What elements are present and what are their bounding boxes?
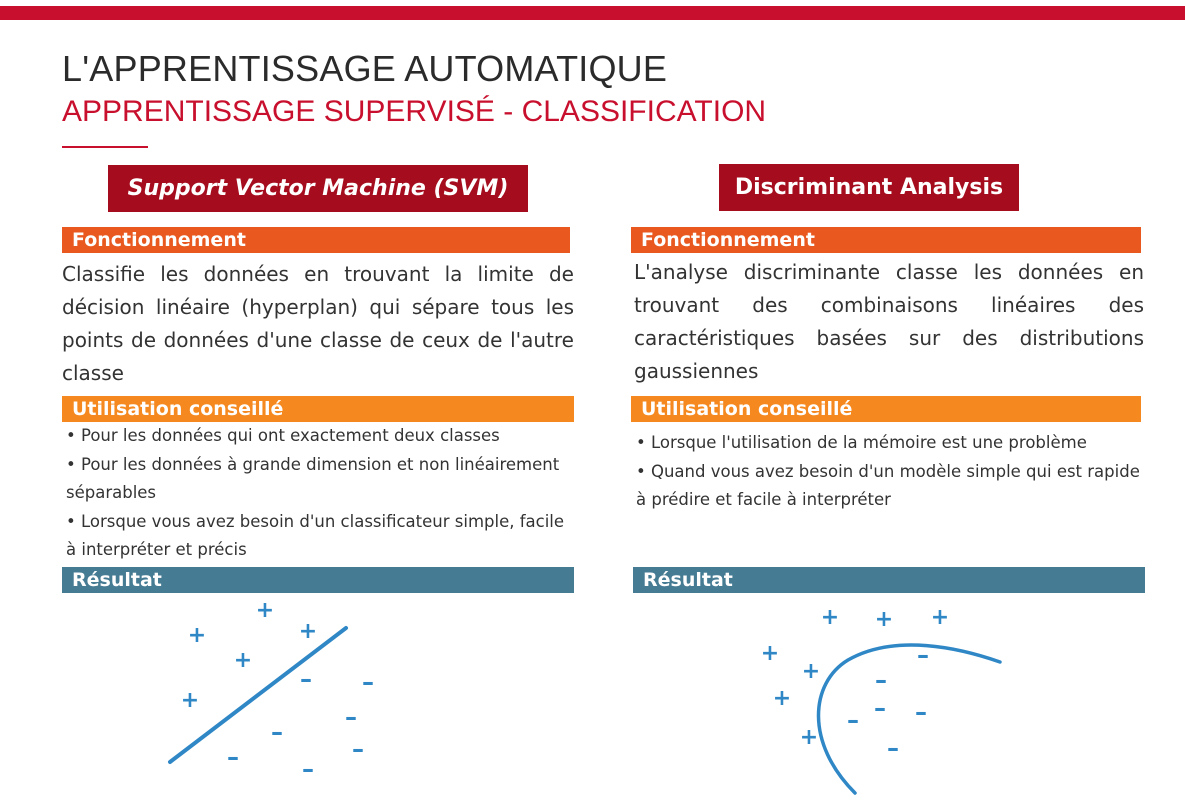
- minus-symbol: –: [362, 668, 374, 696]
- da-bullet-item: • Lorsque l'utilisation de la mémoire es…: [636, 433, 1087, 452]
- minus-symbol: –: [300, 665, 312, 693]
- svm-linear-boundary: [168, 626, 348, 764]
- svm-bullet-item: • Lorsque vous avez besoin d'un classifi…: [66, 511, 565, 560]
- plus-symbol: +: [800, 725, 818, 750]
- svm-bullet-list: • Pour les données qui ont exactement de…: [66, 422, 576, 565]
- minus-symbol: –: [352, 735, 364, 763]
- top-accent-bar: [0, 6, 1185, 20]
- svm-fonctionnement-bar: Fonctionnement: [62, 227, 570, 253]
- plus-symbol: +: [188, 623, 206, 648]
- minus-symbol: –: [847, 706, 859, 734]
- plus-symbol: +: [802, 659, 820, 684]
- da-result-diagram: + + + + + + + – – – – – –: [761, 605, 1002, 795]
- minus-symbol: –: [302, 755, 314, 783]
- plus-symbol: +: [875, 607, 893, 632]
- da-description: L'analyse discriminante classe les donné…: [634, 260, 1144, 383]
- svm-description: Classifie les données en trouvant la lim…: [62, 262, 574, 385]
- plus-symbol: +: [821, 605, 839, 630]
- plus-symbol: +: [299, 619, 317, 644]
- minus-symbol: –: [271, 718, 283, 746]
- plus-symbol: +: [773, 686, 791, 711]
- plus-symbol: +: [256, 598, 274, 623]
- da-method-title: Discriminant Analysis: [719, 164, 1019, 211]
- minus-symbol: –: [345, 703, 357, 731]
- svm-method-title: Support Vector Machine (SVM): [108, 165, 528, 212]
- minus-symbol: –: [915, 698, 927, 726]
- minus-symbol: –: [917, 641, 929, 669]
- da-utilisation-bar: Utilisation conseillé: [631, 396, 1141, 422]
- minus-symbol: –: [874, 694, 886, 722]
- plus-symbol: +: [181, 688, 199, 713]
- plus-symbol: +: [761, 641, 779, 666]
- da-bullet-list: • Lorsque l'utilisation de la mémoire es…: [636, 429, 1146, 515]
- minus-symbol: –: [227, 743, 239, 771]
- minus-symbol: –: [887, 734, 899, 762]
- page-subtitle: APPRENTISSAGE SUPERVISÉ - CLASSIFICATION: [62, 95, 767, 128]
- da-fonctionnement-bar: Fonctionnement: [631, 227, 1141, 253]
- svm-result-diagram: + + + + + – – – – – – –: [168, 598, 374, 783]
- da-resultat-bar: Résultat: [633, 567, 1145, 593]
- svm-bullet-item: • Pour les données à grande dimension et…: [66, 454, 560, 503]
- plus-symbol: +: [931, 605, 949, 630]
- da-curved-boundary: [816, 643, 1002, 795]
- page-title: L'APPRENTISSAGE AUTOMATIQUE: [62, 48, 668, 89]
- plus-symbol: +: [234, 648, 252, 673]
- minus-symbol: –: [875, 666, 887, 694]
- title-underline: [62, 146, 148, 148]
- svm-utilisation-bar: Utilisation conseillé: [62, 396, 574, 422]
- svm-bullet-item: • Pour les données qui ont exactement de…: [66, 426, 500, 445]
- svm-resultat-bar: Résultat: [62, 567, 574, 593]
- da-bullet-item: • Quand vous avez besoin d'un modèle sim…: [636, 461, 1140, 510]
